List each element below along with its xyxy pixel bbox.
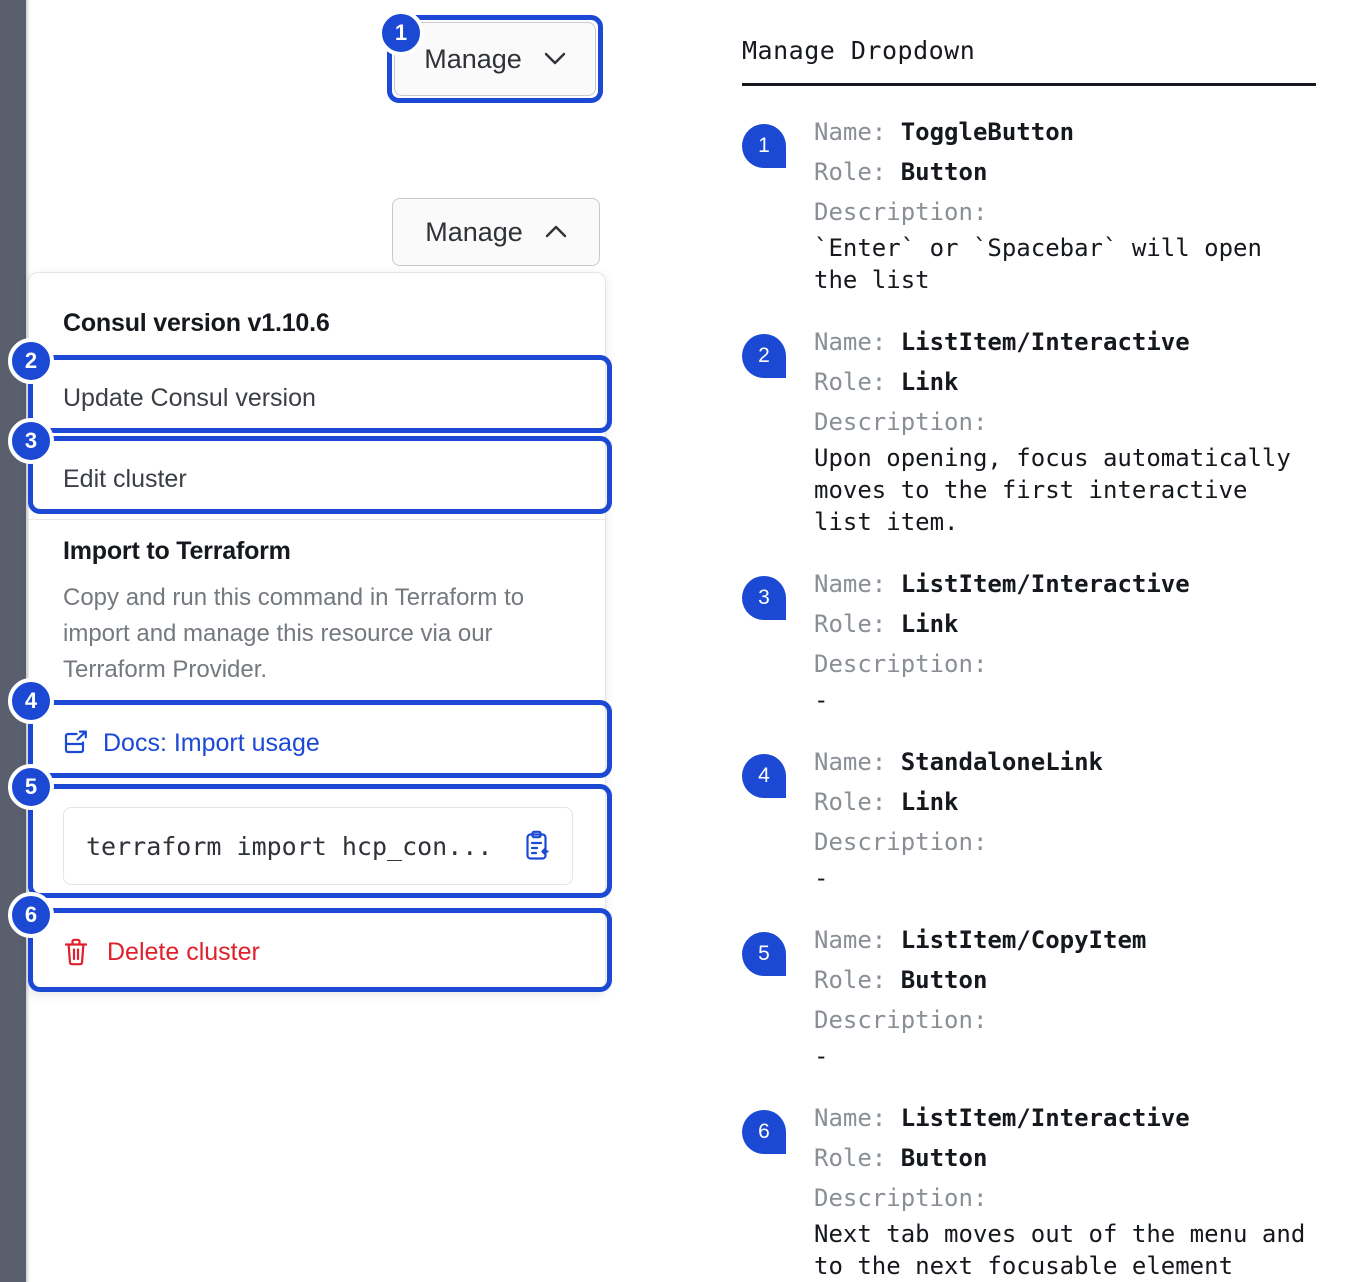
legend-name-label: Name: [814, 1104, 887, 1132]
legend-rule [742, 83, 1316, 86]
legend-description-value: Next tab moves out of the menu and to th… [814, 1220, 1306, 1280]
legend-name-label: Name: [814, 118, 887, 146]
legend-entry: 4 Name: StandaloneLink Role: Link Descri… [742, 742, 1322, 894]
chevron-up-icon [545, 225, 567, 239]
legend-name-value: ListItem/Interactive [900, 328, 1190, 356]
menu-item-delete-label: Delete cluster [107, 937, 260, 966]
legend-role-value: Link [900, 610, 959, 638]
terraform-command-text: terraform import hcp_con... [86, 831, 493, 861]
legend-badge-2: 2 [742, 334, 786, 378]
legend-entry: 5 Name: ListItem/CopyItem Role: Button D… [742, 920, 1322, 1072]
legend-description-value: `Enter` or `Spacebar` will open the list [814, 234, 1262, 294]
left-rail-fade [18, 0, 30, 1282]
legend-description-value: - [814, 864, 829, 892]
consul-version-heading: Consul version v1.10.6 [63, 309, 330, 337]
legend-description-label: Description: [814, 198, 988, 226]
callout-badge-6: 6 [8, 892, 54, 938]
legend-badge-3: 3 [742, 576, 786, 620]
trash-icon [63, 938, 89, 966]
import-terraform-description: Copy and run this command in Terraform t… [63, 584, 525, 683]
manage-dropdown-panel: Consul version v1.10.6 Update Consul ver… [28, 272, 607, 992]
legend-name-value: ToggleButton [900, 118, 1075, 146]
docs-import-usage-link[interactable]: Docs: Import usage [29, 705, 607, 781]
legend-role-value: Button [900, 1144, 988, 1172]
legend-name-value: ListItem/CopyItem [900, 926, 1147, 954]
import-terraform-heading: Import to Terraform [63, 537, 291, 565]
menu-item-edit-label: Edit cluster [63, 464, 187, 493]
copy-to-clipboard-icon[interactable] [520, 830, 552, 862]
callout-badge-3: 3 [8, 418, 54, 464]
menu-item-delete-cluster[interactable]: Delete cluster [29, 913, 607, 991]
legend-role-label: Role: [814, 966, 887, 994]
callout-badge-5: 5 [8, 764, 54, 810]
legend-badge-1: 1 [742, 124, 786, 168]
legend-role-value: Button [900, 966, 988, 994]
menu-item-update-label: Update Consul version [63, 383, 316, 412]
legend-role-label: Role: [814, 788, 887, 816]
chevron-down-icon [544, 52, 566, 66]
legend-entry: 1 Name: ToggleButton Role: Button Descri… [742, 112, 1322, 296]
legend-description-label: Description: [814, 1184, 988, 1212]
legend-badge-5: 5 [742, 932, 786, 976]
legend-name-value: StandaloneLink [900, 748, 1103, 776]
legend-entry: 3 Name: ListItem/Interactive Role: Link … [742, 564, 1322, 716]
legend-name-value: ListItem/Interactive [900, 570, 1190, 598]
legend-name-label: Name: [814, 570, 887, 598]
legend-description-label: Description: [814, 828, 988, 856]
legend-role-value: Button [900, 158, 988, 186]
import-terraform-block: Import to Terraform Copy and run this co… [29, 537, 607, 688]
manage-toggle-label-open: Manage [425, 216, 523, 247]
legend-description-label: Description: [814, 408, 988, 436]
legend-name-value: ListItem/Interactive [900, 1104, 1190, 1132]
legend-role-value: Link [900, 368, 959, 396]
legend-badge-6: 6 [742, 1110, 786, 1154]
callout-badge-1: 1 [378, 10, 424, 56]
right-legend-panel: Manage Dropdown 1 Name: ToggleButton Rol… [742, 36, 1322, 1282]
legend-badge-4: 4 [742, 754, 786, 798]
manage-toggle-label-closed: Manage [424, 43, 522, 74]
legend-name-label: Name: [814, 748, 887, 776]
legend-name-label: Name: [814, 328, 887, 356]
legend-description-value: - [814, 686, 829, 714]
legend-description-value: - [814, 1042, 829, 1070]
terraform-copy-item[interactable]: terraform import hcp_con... [29, 791, 607, 901]
legend-role-label: Role: [814, 610, 887, 638]
callout-badge-2: 2 [8, 338, 54, 384]
legend-description-value: Upon opening, focus automatically moves … [814, 444, 1291, 536]
external-link-icon [63, 730, 89, 756]
docs-import-usage-label: Docs: Import usage [103, 728, 320, 757]
menu-item-update-consul-version[interactable]: Update Consul version [29, 359, 607, 437]
consul-version-row: Consul version v1.10.6 [29, 309, 607, 338]
legend-description-label: Description: [814, 650, 988, 678]
legend-entry: 6 Name: ListItem/Interactive Role: Butto… [742, 1098, 1322, 1282]
terraform-command-box[interactable]: terraform import hcp_con... [63, 807, 573, 885]
manage-toggle-button-open[interactable]: Manage [392, 198, 600, 266]
legend-entry: 2 Name: ListItem/Interactive Role: Link … [742, 322, 1322, 538]
legend-role-label: Role: [814, 1144, 887, 1172]
legend-title: Manage Dropdown [742, 36, 976, 65]
legend-description-label: Description: [814, 1006, 988, 1034]
legend-role-value: Link [900, 788, 959, 816]
callout-badge-4: 4 [8, 678, 54, 724]
divider-after-edit [29, 519, 607, 520]
legend-role-label: Role: [814, 158, 887, 186]
legend-role-label: Role: [814, 368, 887, 396]
legend-name-label: Name: [814, 926, 887, 954]
manage-toggle-button-closed[interactable]: Manage [394, 22, 596, 96]
menu-item-edit-cluster[interactable]: Edit cluster [29, 440, 607, 518]
left-column: Manage Manage Consul version v1.10.6 [8, 10, 612, 992]
